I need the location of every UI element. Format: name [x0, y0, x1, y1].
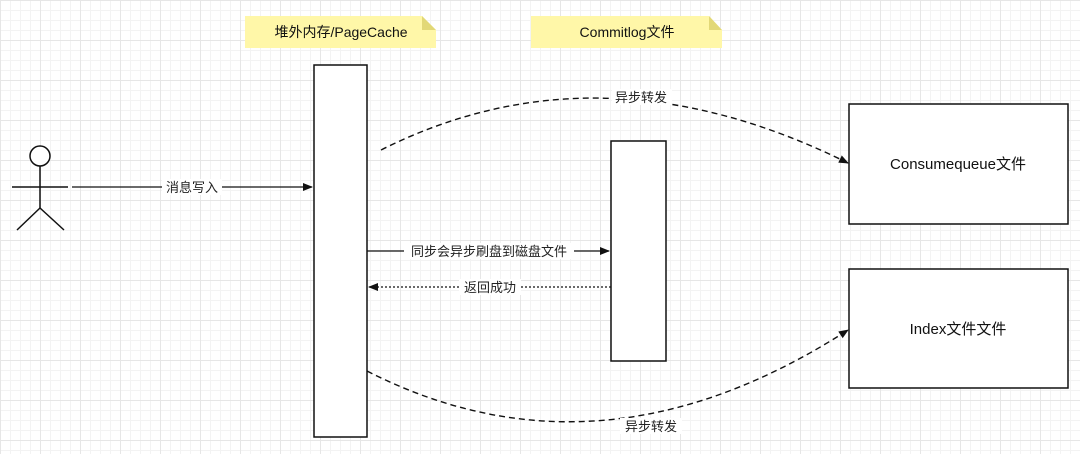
edge-async-forward-top: 异步转发: [380, 89, 849, 164]
edge-message-write: 消息写入: [72, 179, 313, 195]
note-pagecache: 堆外内存/PageCache: [245, 16, 436, 48]
pagecache-activation: [313, 64, 368, 438]
edge-return-success: 返回成功: [368, 279, 611, 295]
edge-async-forward-bottom: 异步转发: [366, 329, 849, 434]
note-commitlog-label: Commitlog文件: [580, 24, 675, 40]
commitlog-activation: [610, 140, 667, 362]
edge-async-forward-top-label: 异步转发: [615, 90, 667, 105]
edge-message-write-label: 消息写入: [166, 180, 218, 195]
consumequeue-label: Consumequeue文件: [890, 156, 1026, 173]
edge-sync-flush-label: 同步会异步刷盘到磁盘文件: [411, 244, 567, 259]
note-commitlog: Commitlog文件: [531, 16, 722, 48]
edge-async-forward-bottom-label: 异步转发: [625, 419, 677, 434]
note-pagecache-label: 堆外内存/PageCache: [274, 24, 407, 40]
edge-return-success-label: 返回成功: [464, 280, 516, 295]
index-label: Index文件文件: [910, 321, 1007, 338]
index-box: Index文件文件: [848, 268, 1069, 389]
actor-figure: [12, 145, 68, 231]
edge-sync-flush: 同步会异步刷盘到磁盘文件: [367, 243, 610, 259]
consumequeue-box: Consumequeue文件: [848, 103, 1069, 225]
